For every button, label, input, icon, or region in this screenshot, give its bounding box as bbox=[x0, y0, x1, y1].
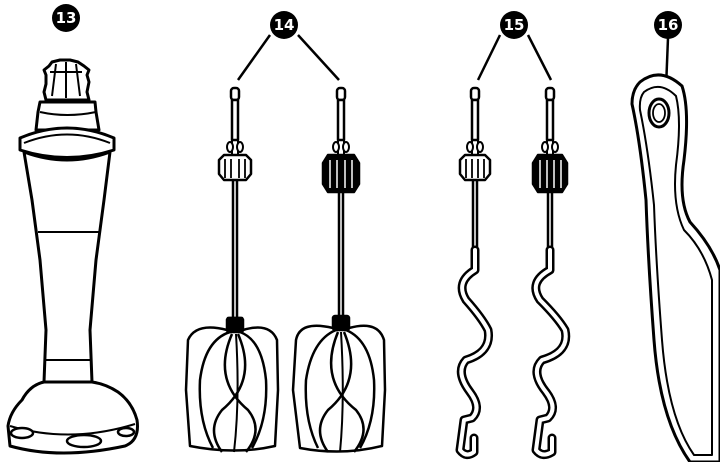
whisk-beaters-icon bbox=[184, 86, 280, 453]
whisk-beaters-icon bbox=[291, 86, 387, 453]
callout-16: 16 bbox=[654, 11, 682, 89]
callout-13: 13 bbox=[52, 4, 80, 32]
callout-14: 14 bbox=[236, 11, 340, 81]
callout-16-number: 16 bbox=[658, 16, 679, 34]
callout-13-number: 13 bbox=[56, 9, 77, 27]
blender-shaft-icon bbox=[6, 58, 139, 455]
dough-hooks-icon bbox=[531, 86, 571, 460]
spatula-icon bbox=[630, 73, 720, 462]
callout-15: 15 bbox=[476, 11, 553, 81]
callout-15-number: 15 bbox=[504, 16, 525, 34]
dough-hooks-icon bbox=[455, 86, 494, 460]
callout-14-number: 14 bbox=[274, 16, 295, 34]
